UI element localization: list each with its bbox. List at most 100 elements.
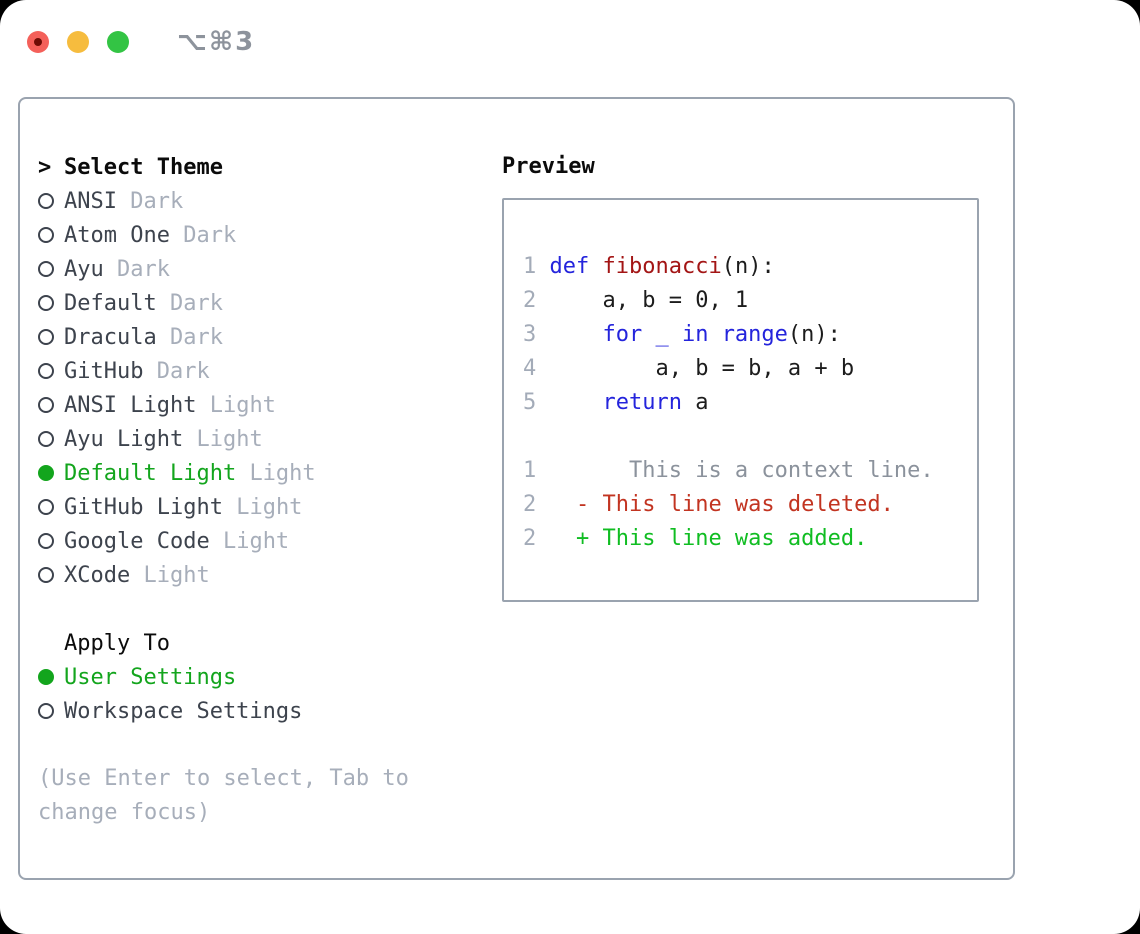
theme-variant-badge: Light xyxy=(236,494,303,520)
theme-option[interactable]: Ayu Light Light xyxy=(38,422,502,456)
code-segment-num: 2 xyxy=(523,288,550,313)
radio-unselected-icon xyxy=(38,193,54,209)
theme-variant-badge: Dark xyxy=(130,188,184,214)
titlebar: ⌥⌘3 xyxy=(27,27,255,57)
option-label: XCode xyxy=(64,562,131,588)
option-label: Ayu xyxy=(64,256,104,282)
theme-variant-badge: Light xyxy=(249,460,316,486)
theme-option[interactable]: Ayu Dark xyxy=(38,252,502,286)
code-line xyxy=(523,420,977,454)
theme-variant-badge: Dark xyxy=(169,290,223,316)
theme-option[interactable]: Dracula Dark xyxy=(38,320,502,354)
code-segment-kw: for _ in range xyxy=(602,322,788,347)
option-label: Workspace Settings xyxy=(64,698,303,724)
radio-unselected-icon xyxy=(38,261,54,277)
radio-icon xyxy=(38,193,64,209)
radio-icon xyxy=(38,567,64,583)
code-segment-plain: (n): xyxy=(721,254,775,279)
radio-unselected-icon xyxy=(38,295,54,311)
radio-icon xyxy=(38,261,64,277)
code-segment-add: + This line was added. xyxy=(549,526,868,551)
radio-icon xyxy=(38,397,64,413)
code-line: 2 + This line was added. xyxy=(523,522,977,556)
option-label: Default xyxy=(64,290,157,316)
theme-option[interactable]: ANSI Dark xyxy=(38,184,502,218)
option-label: ANSI Light xyxy=(64,392,197,418)
code-segment-num: 2 xyxy=(523,492,550,517)
option-label: ANSI xyxy=(64,188,117,214)
radio-unselected-icon xyxy=(38,227,54,243)
radio-icon xyxy=(38,533,64,549)
radio-unselected-icon xyxy=(38,499,54,515)
option-label: Default Light xyxy=(64,460,237,486)
code-segment-kw: def xyxy=(549,254,603,279)
code-line: 1 This is a context line. xyxy=(523,454,977,488)
option-label: Dracula xyxy=(64,324,157,350)
option-label: Ayu Light xyxy=(64,426,184,452)
code-segment-plain: a xyxy=(681,390,709,415)
hint-text: (Use Enter to select, Tab to change focu… xyxy=(38,766,409,825)
option-label: Google Code xyxy=(64,528,210,554)
radio-icon xyxy=(38,295,64,311)
theme-variant-badge: Light xyxy=(196,426,263,452)
code-line: 3 for _ in range(n): xyxy=(523,318,977,352)
code-segment-num: 3 xyxy=(523,322,550,347)
select-theme-header: > Select Theme xyxy=(38,150,502,184)
radio-unselected-icon xyxy=(38,567,54,583)
radio-icon xyxy=(38,465,64,481)
radio-icon xyxy=(38,363,64,379)
theme-option[interactable]: Default Dark xyxy=(38,286,502,320)
window-title: ⌥⌘3 xyxy=(177,27,256,57)
code-segment-num: 4 xyxy=(523,356,550,381)
selection-caret: > xyxy=(38,154,52,180)
theme-variant-badge: Light xyxy=(222,528,290,554)
preview-header: Preview xyxy=(502,154,595,179)
code-segment-num: 2 xyxy=(523,526,550,551)
radio-unselected-icon xyxy=(38,363,54,379)
theme-variant-badge: Light xyxy=(143,562,210,588)
preview-column: Preview 1 def fibonacci(n):2 a, b = 0, 1… xyxy=(502,150,1013,830)
apply-option[interactable]: User Settings xyxy=(38,660,502,694)
code-segment-del: - This line was deleted. xyxy=(549,492,894,517)
minimize-button[interactable] xyxy=(67,31,89,53)
theme-variant-badge: Dark xyxy=(156,358,210,384)
code-segment-fn: fibonacci xyxy=(602,254,722,279)
radio-unselected-icon xyxy=(38,431,54,447)
code-line: 4 a, b = b, a + b xyxy=(523,352,977,386)
radio-icon xyxy=(38,227,64,243)
close-button[interactable] xyxy=(27,31,49,53)
code-line: 2 - This line was deleted. xyxy=(523,488,977,522)
option-label: Atom One xyxy=(64,222,170,248)
theme-variant-badge: Dark xyxy=(117,256,170,282)
theme-variant-badge: Dark xyxy=(183,222,237,248)
code-segment-plain: a, b = b, a + b xyxy=(549,356,855,381)
theme-option[interactable]: Default Light Light xyxy=(38,456,502,490)
theme-variant-badge: Dark xyxy=(169,324,223,350)
apply-option[interactable]: Workspace Settings xyxy=(38,694,502,728)
theme-option[interactable]: Google Code Light xyxy=(38,524,502,558)
option-label: GitHub Light xyxy=(64,494,223,520)
theme-option[interactable]: XCode Light xyxy=(38,558,502,592)
code-line: 2 a, b = 0, 1 xyxy=(523,284,977,318)
radio-icon xyxy=(38,669,64,685)
code-segment-num: 5 xyxy=(523,390,550,415)
radio-icon xyxy=(38,329,64,345)
theme-option[interactable]: GitHub Light Light xyxy=(38,490,502,524)
zoom-button[interactable] xyxy=(107,31,129,53)
code-segment-plain: (n): xyxy=(787,322,841,347)
gap xyxy=(38,728,502,762)
radio-icon xyxy=(38,499,64,515)
code-segment-num: 1 xyxy=(523,458,550,483)
apply-to-header: Apply To xyxy=(38,626,502,660)
code-segment-ctx: This is a context line. xyxy=(549,458,934,483)
theme-option[interactable]: Atom One Dark xyxy=(38,218,502,252)
code-segment-plain: a, b = 0, 1 xyxy=(549,288,749,313)
option-label: User Settings xyxy=(64,664,237,690)
